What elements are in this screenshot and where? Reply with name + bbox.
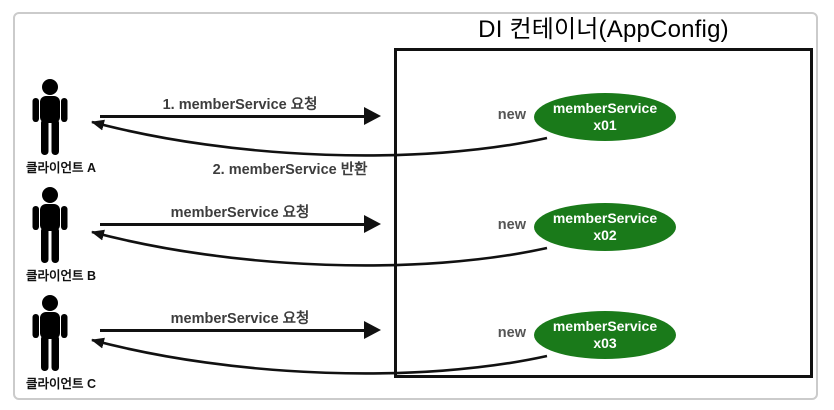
person-icon xyxy=(32,295,68,371)
request-arrow-line-c xyxy=(100,329,366,332)
client-c-label: 클라이언트 C xyxy=(26,377,97,391)
instance-name: memberService xyxy=(552,318,658,334)
return-arrow-c xyxy=(91,337,548,375)
return-arrow-b xyxy=(91,229,548,267)
instance-name: memberService xyxy=(552,210,658,226)
member-service-instance-3: memberService x03 xyxy=(534,311,676,359)
client-a: 클라이언트 A xyxy=(26,79,146,176)
request-arrow-head-b xyxy=(364,215,381,233)
request-label-c: memberService 요청 xyxy=(170,311,310,327)
member-service-instance-2: memberService x02 xyxy=(534,203,676,251)
new-keyword-2: new xyxy=(497,217,526,233)
client-c: 클라이언트 C xyxy=(26,295,146,392)
di-container-title: DI 컨테이너(AppConfig) xyxy=(478,16,729,43)
request-label-b: memberService 요청 xyxy=(170,205,310,221)
di-container-box xyxy=(394,48,813,378)
request-label-a: 1. memberService 요청 xyxy=(162,97,318,113)
client-b-label: 클라이언트 B xyxy=(26,269,97,283)
client-b: 클라이언트 B xyxy=(26,187,146,284)
member-service-instance-1: memberService x01 xyxy=(534,93,676,141)
return-arrow-a xyxy=(91,119,548,157)
person-icon xyxy=(32,187,68,263)
return-label-a: 2. memberService 반환 xyxy=(212,162,368,178)
diagram-outer-frame xyxy=(13,12,818,400)
instance-id: x02 xyxy=(593,227,617,243)
instance-id: x03 xyxy=(593,335,617,351)
instance-name: memberService xyxy=(552,100,658,116)
new-keyword-1: new xyxy=(497,107,526,123)
request-arrow-head-c xyxy=(364,321,381,339)
new-keyword-3: new xyxy=(497,325,526,341)
request-arrow-head-a xyxy=(364,107,381,125)
instance-id: x01 xyxy=(593,117,617,133)
person-icon xyxy=(32,79,68,155)
request-arrow-line-b xyxy=(100,223,366,226)
client-a-label: 클라이언트 A xyxy=(26,161,97,175)
request-arrow-line-a xyxy=(100,115,366,118)
